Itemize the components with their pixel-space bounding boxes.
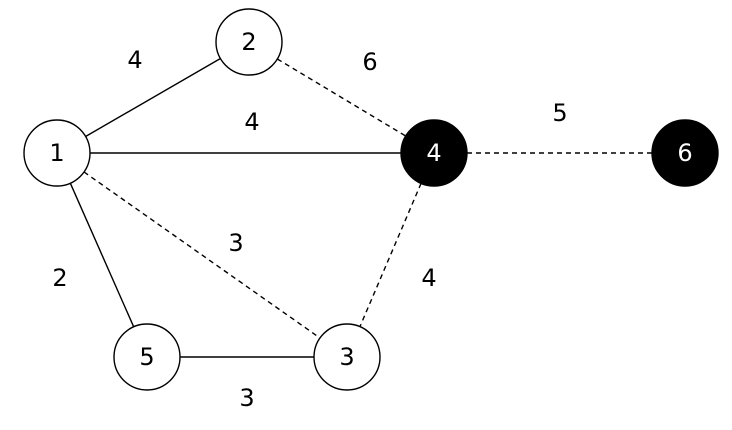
node-circle-5 (113, 323, 181, 391)
node-3: 3 (313, 323, 381, 391)
node-label-3: 3 (339, 343, 354, 371)
edge-weight-4-6: 5 (552, 99, 567, 127)
edge-weight-1-5: 2 (52, 264, 67, 292)
edge-1-2 (85, 57, 221, 138)
node-label-6: 6 (677, 139, 692, 167)
node-circle-3 (313, 323, 381, 391)
node-5: 5 (113, 323, 181, 391)
edge-weight-4-3: 4 (421, 264, 436, 292)
node-label-1: 1 (49, 139, 64, 167)
edge-weight-2-4: 6 (362, 48, 377, 76)
edge-labels-layer: 4 4 2 3 6 5 4 3 (52, 46, 567, 412)
edge-weight-1-3: 3 (228, 229, 243, 257)
edge-4-3 (359, 183, 422, 327)
edge-1-5 (69, 182, 135, 328)
node-circle-6 (651, 119, 719, 187)
node-label-2: 2 (241, 28, 256, 56)
node-2: 2 (215, 8, 283, 76)
node-circle-4 (400, 119, 468, 187)
node-4: 4 (400, 119, 468, 187)
node-circle-2 (215, 8, 283, 76)
edge-weight-5-3: 3 (239, 384, 254, 412)
node-circle-1 (23, 119, 91, 187)
node-1: 1 (23, 119, 91, 187)
node-6: 6 (651, 119, 719, 187)
edges-layer (69, 57, 652, 358)
nodes-layer: 1 2 3 4 5 6 (23, 8, 719, 391)
edge-weight-1-4: 4 (244, 108, 259, 136)
edge-1-3 (83, 171, 321, 339)
edge-2-4 (276, 58, 407, 137)
node-label-4: 4 (426, 139, 441, 167)
node-label-5: 5 (139, 343, 154, 371)
edge-weight-1-2: 4 (127, 46, 142, 74)
